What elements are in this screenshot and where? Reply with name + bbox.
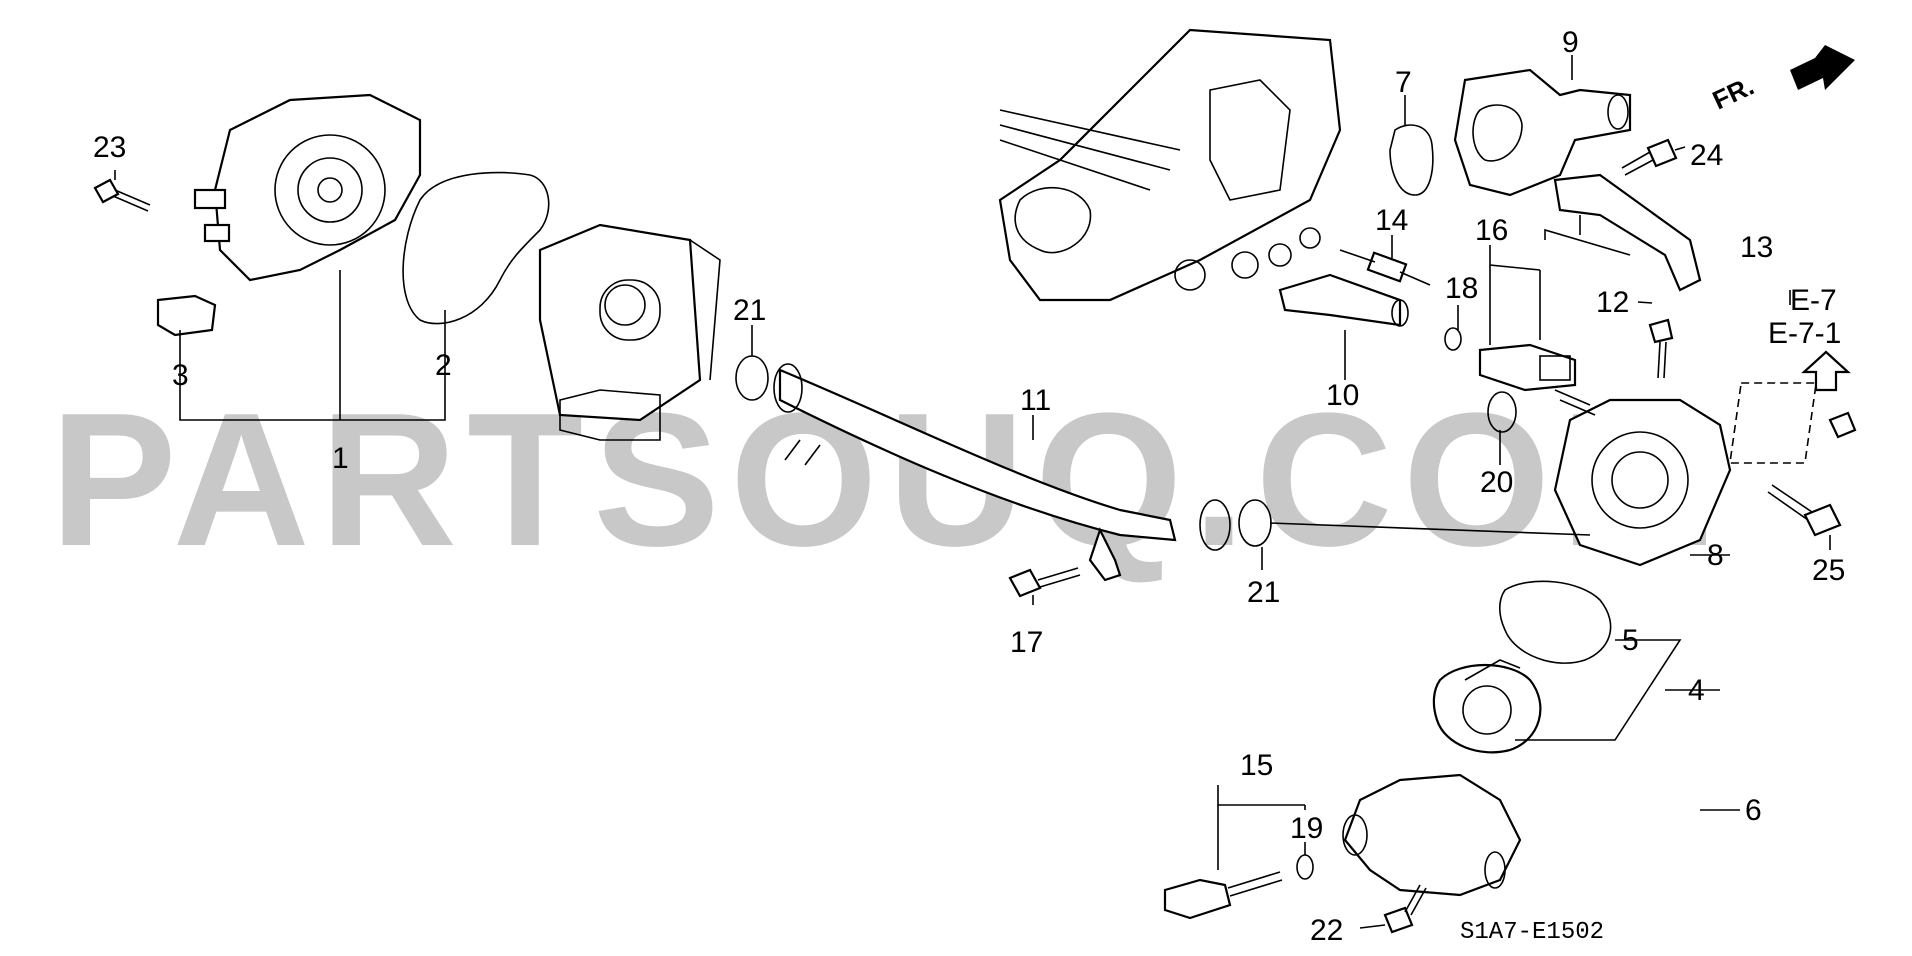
- sensor-16: [1478, 343, 1577, 392]
- thermostat-cover: [1342, 773, 1522, 897]
- arrow-icon: [1790, 45, 1855, 90]
- callout-5: 5: [1622, 624, 1639, 657]
- callout-14: 14: [1375, 204, 1408, 237]
- bolt-22: [1383, 884, 1427, 934]
- engine-head: [998, 28, 1342, 302]
- reference-line-2: E-7-1: [1768, 317, 1841, 350]
- callout-9: 9: [1562, 26, 1579, 59]
- callout-22: 22: [1310, 914, 1343, 947]
- diagram-code: S1A7-E1502: [1460, 919, 1604, 946]
- direction-label: FR.: [1708, 71, 1759, 116]
- water-pipe: [773, 363, 1231, 582]
- callout-20: 20: [1480, 466, 1513, 499]
- callout-21-lower: 21: [1247, 576, 1280, 609]
- callout-13: 13: [1740, 231, 1773, 264]
- reference-line-1: E-7: [1790, 284, 1837, 317]
- callout-23: 23: [93, 131, 126, 164]
- up-arrow-icon: [1801, 350, 1851, 392]
- front-direction-indicator: FR.: [1708, 45, 1855, 115]
- callout-6: 6: [1745, 794, 1762, 827]
- bolt-25: [1767, 484, 1842, 537]
- pump-gasket: [402, 171, 550, 325]
- bleed-bolt-12: [1648, 318, 1674, 379]
- callout-11: 11: [1020, 384, 1051, 417]
- callout-16: 16: [1475, 214, 1508, 247]
- thermostat-housing: [1553, 389, 1732, 567]
- callout-3: 3: [172, 359, 189, 392]
- callout-1: 1: [332, 442, 349, 475]
- thermostat: [1432, 659, 1542, 754]
- callout-15: 15: [1240, 749, 1273, 782]
- bolt-23: [93, 178, 151, 212]
- callout-21-upper: 21: [733, 294, 766, 327]
- reference-group: E-7 E-7-1: [1768, 284, 1851, 392]
- callout-12: 12: [1596, 286, 1629, 319]
- callout-17: 17: [1010, 626, 1043, 659]
- callout-24: 24: [1690, 139, 1723, 172]
- leader-lines: [114, 55, 1831, 929]
- engine-block-left: [538, 223, 721, 441]
- joint-pipe-10: [1278, 273, 1409, 327]
- bolt-24: [1621, 138, 1678, 176]
- water-outlet: [1453, 68, 1632, 197]
- washer-18: [1444, 327, 1462, 351]
- o-ring-20: [1487, 391, 1517, 433]
- bracket-13: [1553, 173, 1702, 292]
- washer-19: [1296, 854, 1314, 880]
- callouts: 1 2 3 4 5 6 7 8 9 10 11 12 13 14 15 16 1…: [93, 26, 1845, 947]
- bolt-box: [1729, 382, 1857, 464]
- clip-3: [156, 294, 217, 337]
- gasket-7: [1389, 124, 1434, 196]
- callout-8: 8: [1707, 539, 1724, 572]
- sensor-14: [1339, 249, 1431, 286]
- callout-18: 18: [1445, 272, 1478, 305]
- water-pump: [193, 93, 422, 282]
- bolt-17: [1008, 567, 1081, 598]
- callout-25: 25: [1812, 554, 1845, 587]
- sensor-15: [1163, 871, 1283, 920]
- callout-19: 19: [1290, 812, 1323, 845]
- callout-2: 2: [435, 349, 452, 382]
- callout-4: 4: [1688, 674, 1705, 707]
- callout-10: 10: [1326, 379, 1359, 412]
- watermark: PARTSOUQ.COM: [50, 374, 1729, 586]
- callout-7: 7: [1395, 66, 1412, 99]
- gasket-5: [1498, 580, 1612, 664]
